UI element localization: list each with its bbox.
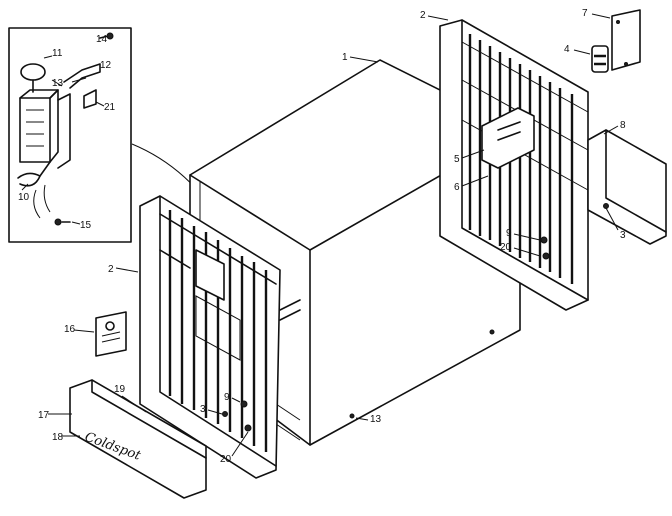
screw-3-right: [603, 203, 609, 209]
leader-19: [121, 395, 147, 413]
leader-2-left: [115, 267, 139, 273]
callout-13-inset: 13: [52, 78, 64, 89]
leader-3-front: [207, 409, 223, 415]
callout-8: 8: [620, 120, 626, 131]
callout-1: 1: [342, 52, 348, 63]
callout-20-front: 20: [220, 454, 232, 465]
leader-8: [603, 125, 619, 135]
callout-2-top: 2: [420, 10, 426, 21]
leader-9-front: [231, 397, 241, 403]
leader-9-right: [513, 233, 541, 241]
rear-grille: [439, 19, 589, 311]
leader-16: [73, 329, 95, 333]
control-assembly-drawing: [17, 32, 114, 226]
callout-3-front: 3: [200, 404, 206, 415]
callout-15: 15: [80, 220, 92, 231]
gasket-strip-8: [587, 129, 667, 245]
callout-20-right: 20: [500, 242, 512, 253]
leader-4: [573, 49, 591, 55]
knob-4: [591, 45, 609, 73]
leader-20-front: [231, 431, 249, 457]
leader-5: [461, 149, 485, 159]
screw-9-front: [240, 400, 248, 408]
leader-3-right: [605, 207, 619, 231]
nameplate-trim-17: Coldspot: [69, 379, 207, 499]
clip-20-right: [542, 252, 550, 260]
screw-3-front: [222, 411, 228, 417]
callout-10: 10: [18, 192, 30, 203]
callout-11: 11: [52, 48, 63, 59]
callout-13-bottom: 13: [370, 414, 382, 425]
callout-21: 21: [104, 102, 116, 113]
callout-7: 7: [582, 8, 588, 19]
callout-4: 4: [564, 44, 570, 55]
callout-5: 5: [454, 154, 460, 165]
inset-detail: 11 14 12 13 21 10 15: [8, 27, 132, 243]
front-window: [195, 249, 225, 301]
access-panel-7: [611, 9, 641, 71]
screw-9-right: [540, 236, 548, 244]
callout-16: 16: [64, 324, 76, 335]
callout-18: 18: [52, 432, 64, 443]
leader-1: [349, 56, 379, 63]
callout-9-right: 9: [506, 228, 512, 239]
callout-19: 19: [114, 384, 126, 395]
callout-12: 12: [100, 60, 112, 71]
callout-9-front: 9: [224, 392, 230, 403]
leader-13-bottom: [355, 417, 369, 421]
clip-20-front: [244, 424, 252, 432]
leader-6: [461, 175, 489, 187]
front-grille: [139, 195, 281, 479]
leader-7: [591, 13, 611, 19]
callout-14: 14: [96, 34, 108, 45]
callout-2-left: 2: [108, 264, 114, 275]
control-plate-16: [95, 311, 127, 357]
leader-2-top: [427, 15, 449, 21]
leader-20-right: [513, 247, 541, 257]
callout-17: 17: [38, 410, 50, 421]
callout-6: 6: [454, 182, 460, 193]
rear-bracket-5-6: [481, 107, 535, 169]
screw-13-bottom: [349, 413, 355, 419]
callout-3-right: 3: [620, 230, 626, 241]
